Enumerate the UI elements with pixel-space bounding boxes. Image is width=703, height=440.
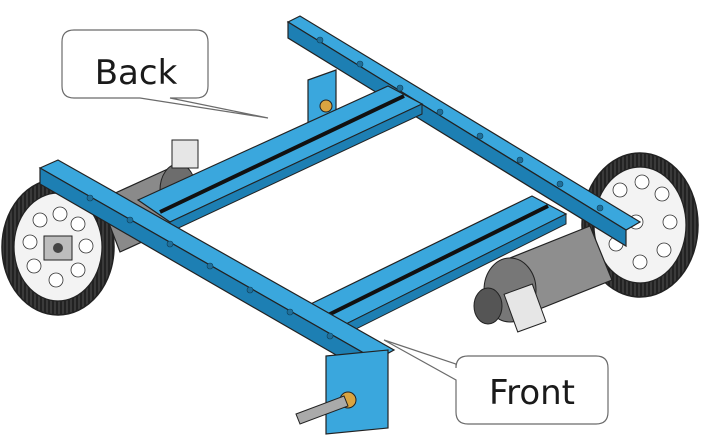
right-motor <box>473 225 613 333</box>
back-label: Back <box>95 53 178 93</box>
beam-holes <box>86 36 604 340</box>
back-callout: Back <box>61 29 269 119</box>
right-wheel <box>581 152 699 298</box>
left-wheel <box>1 178 115 316</box>
front-plate <box>295 349 389 435</box>
front-callout: Front <box>383 339 609 425</box>
back-beam <box>286 15 642 248</box>
front-label: Front <box>489 373 575 413</box>
upper-cross-beam <box>136 85 424 233</box>
